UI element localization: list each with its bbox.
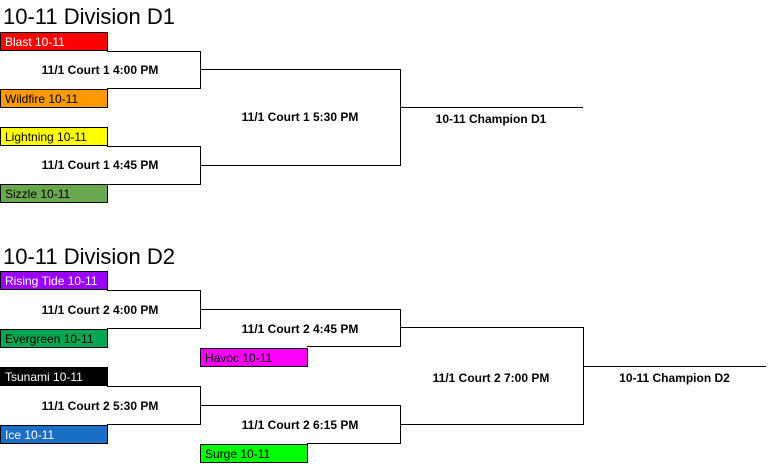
team-name: Surge 10-11 (205, 447, 271, 461)
team-slot[interactable]: Rising Tide 10-11 (0, 271, 108, 290)
team-slot[interactable]: Evergreen 10-11 (0, 329, 108, 348)
team-name: Havoc 10-11 (205, 351, 273, 365)
team-name: Rising Tide 10-11 (5, 274, 98, 288)
game-label: 11/1 Court 2 4:45 PM (241, 322, 359, 336)
division-title: 10-11 Division D1 (3, 4, 176, 29)
team-slot[interactable]: Sizzle 10-11 (0, 184, 108, 203)
game-label: 11/1 Court 2 6:15 PM (241, 418, 359, 432)
team-name: Tsunami 10-11 (5, 370, 83, 384)
team-slot[interactable]: Blast 10-11 (0, 32, 108, 51)
team-name: Sizzle 10-11 (5, 187, 71, 201)
team-slot[interactable]: Havoc 10-11 (200, 348, 308, 367)
bracket-connector (400, 327, 584, 425)
game-label: 11/1 Court 1 4:00 PM (41, 63, 159, 77)
champion-label: 10-11 Champion D1 (435, 112, 547, 126)
team-name: Ice 10-11 (5, 428, 55, 442)
game-label: 11/1 Court 1 4:45 PM (41, 158, 159, 172)
game-label: 11/1 Court 1 5:30 PM (241, 110, 359, 124)
game-label: 11/1 Court 2 5:30 PM (41, 399, 159, 413)
team-name: Evergreen 10-11 (5, 332, 94, 346)
division-title: 10-11 Division D2 (3, 244, 176, 269)
game-label: 11/1 Court 2 4:00 PM (41, 303, 159, 317)
team-slot[interactable]: Wildfire 10-11 (0, 89, 108, 108)
team-slot[interactable]: Ice 10-11 (0, 425, 108, 444)
team-slot[interactable]: Lightning 10-11 (0, 127, 108, 146)
team-slot[interactable]: Surge 10-11 (200, 444, 308, 463)
team-slot[interactable]: Tsunami 10-11 (0, 367, 108, 386)
team-name: Lightning 10-11 (5, 130, 87, 144)
champion-label: 10-11 Champion D2 (619, 371, 730, 385)
team-name: Blast 10-11 (5, 35, 65, 49)
game-label: 11/1 Court 2 7:00 PM (432, 371, 550, 385)
team-name: Wildfire 10-11 (5, 92, 79, 106)
bracket-connector (200, 69, 401, 166)
